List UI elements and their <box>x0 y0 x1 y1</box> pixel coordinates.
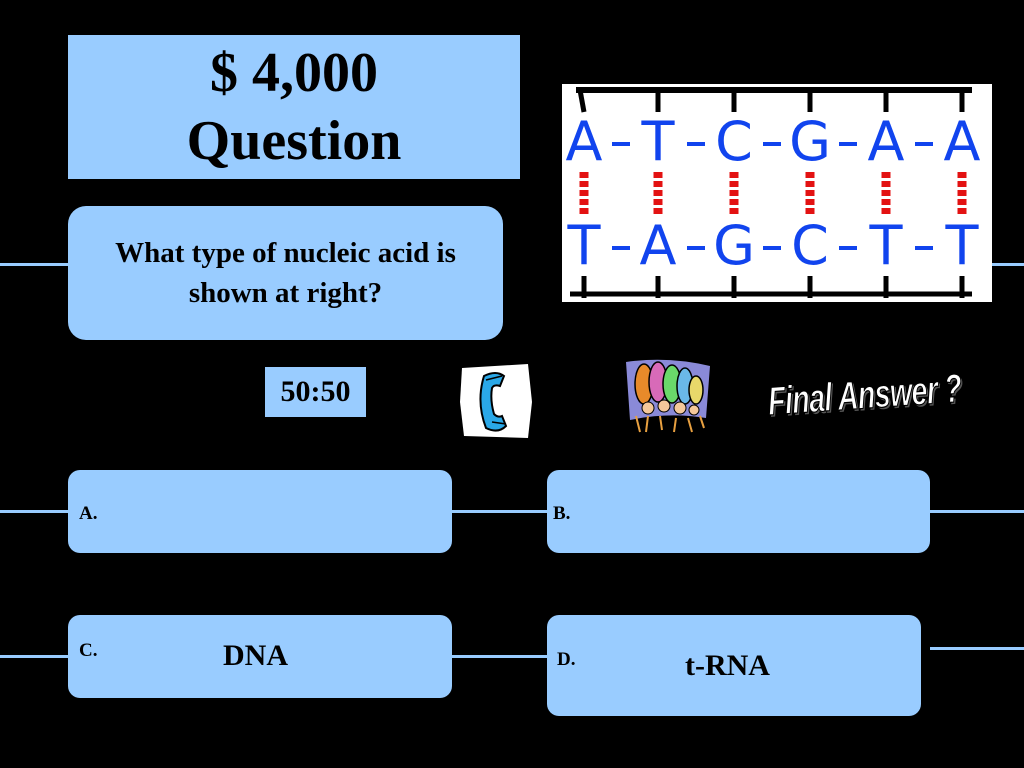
answer-d-letter: D. <box>557 649 576 670</box>
question-text: What type of nucleic acid is shown at ri… <box>115 237 456 309</box>
prize-title: $ 4,000 Question <box>68 35 520 179</box>
answer-a[interactable]: A. <box>68 470 452 553</box>
bottom-base: A <box>640 214 677 277</box>
top-base: A <box>868 110 905 173</box>
ask-the-audience-lifeline[interactable] <box>622 358 714 436</box>
connector-line <box>930 510 1024 513</box>
answer-a-letter: A. <box>79 503 98 524</box>
connector-line <box>0 263 68 266</box>
bottom-base: T <box>945 214 980 277</box>
answer-b[interactable]: B. <box>547 470 930 553</box>
prize-amount: $ 4,000 <box>210 42 378 104</box>
question-box: What type of nucleic acid is shown at ri… <box>68 206 503 340</box>
top-backbone-tick <box>577 89 587 113</box>
final-answer-label: Final Answer ? <box>766 359 963 432</box>
fifty-fifty-lifeline[interactable]: 50:50 <box>265 367 366 417</box>
answer-c[interactable]: C. DNA <box>68 615 452 698</box>
connector-line <box>452 655 547 658</box>
connector-line <box>930 647 1024 650</box>
bottom-base: G <box>713 214 755 277</box>
fifty-fifty-label: 50:50 <box>280 375 351 408</box>
audience-icon <box>626 359 710 433</box>
connector-line <box>992 263 1024 266</box>
connector-line <box>452 510 547 513</box>
top-base: C <box>715 110 753 173</box>
final-answer-text: Final Answer ? <box>766 366 963 424</box>
prize-label: Question <box>186 110 402 172</box>
connector-line <box>0 655 68 658</box>
answer-d-text: t-RNA <box>685 649 770 682</box>
phone-a-friend-lifeline[interactable] <box>458 362 534 440</box>
top-base: A <box>944 110 981 173</box>
bottom-base: T <box>567 214 602 277</box>
answer-d[interactable]: D. t-RNA <box>547 615 921 716</box>
top-base: T <box>641 110 676 173</box>
top-base: A <box>566 110 603 173</box>
bottom-base: T <box>869 214 904 277</box>
answer-b-letter: B. <box>553 503 571 524</box>
answer-c-text: DNA <box>223 639 288 672</box>
top-base: G <box>789 110 831 173</box>
answer-c-letter: C. <box>79 640 98 661</box>
phone-icon <box>460 364 532 438</box>
bottom-base: C <box>791 214 829 277</box>
connector-line <box>0 510 68 513</box>
